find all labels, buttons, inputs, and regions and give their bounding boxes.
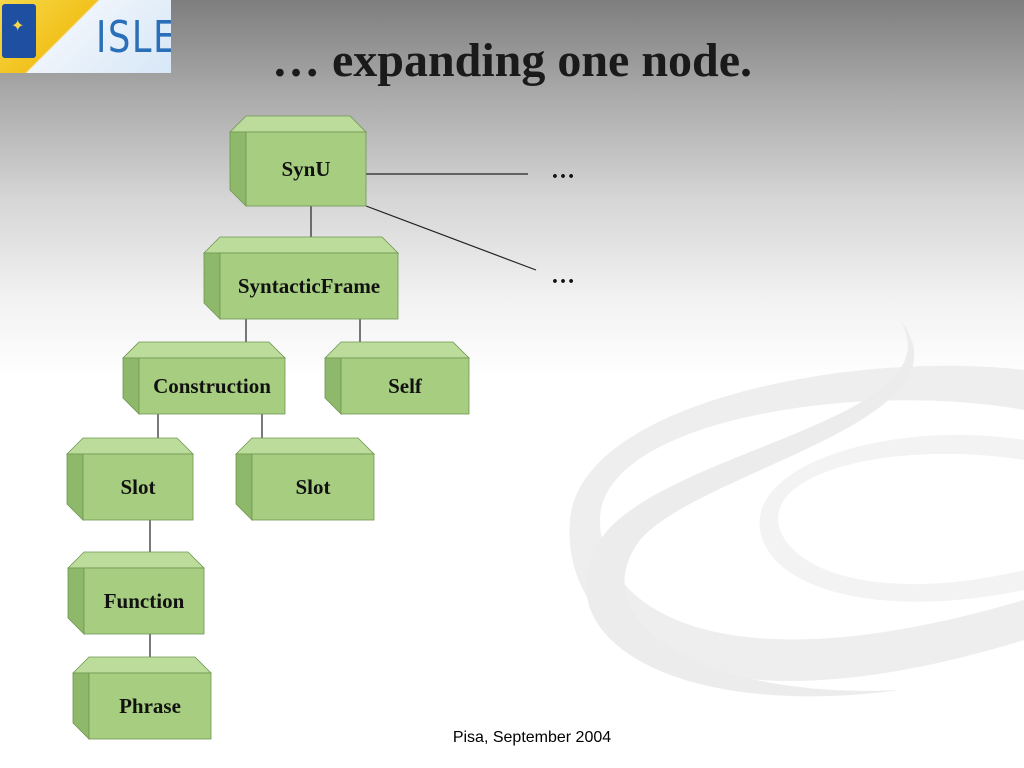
node-slot-2: Slot <box>235 437 375 521</box>
node-self: Self <box>324 341 470 415</box>
ellipsis-top: … <box>551 158 579 184</box>
node-function: Function <box>67 551 205 635</box>
connector-line <box>365 205 537 271</box>
slide-title: … expanding one node. <box>271 34 753 87</box>
node-construction: Construction <box>122 341 286 415</box>
node-synu: SynU <box>229 115 367 207</box>
logo-text: ISLE <box>96 12 171 63</box>
node-label: Slot <box>120 475 155 499</box>
node-syntactic-frame: SyntacticFrame <box>203 236 399 320</box>
eu-flag-icon: ✦ <box>2 4 36 58</box>
node-label: Self <box>388 374 423 398</box>
ellipsis-bottom: … <box>551 263 579 289</box>
node-label: Construction <box>153 374 271 398</box>
node-label: SyntacticFrame <box>238 274 380 298</box>
node-label: Phrase <box>119 694 181 718</box>
node-slot-1: Slot <box>66 437 194 521</box>
slide-footer: Pisa, September 2004 <box>452 729 612 746</box>
node-phrase: Phrase <box>72 656 212 740</box>
node-label: Slot <box>295 475 330 499</box>
node-label: Function <box>104 589 185 613</box>
isle-logo: ✦ ISLE <box>0 0 171 73</box>
node-label: SynU <box>281 157 330 181</box>
